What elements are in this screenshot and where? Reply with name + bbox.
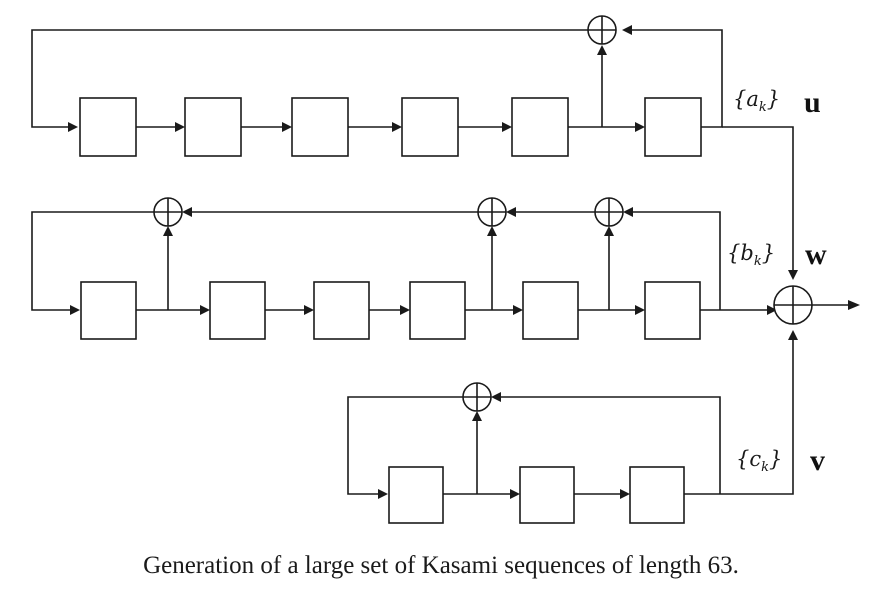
v-stage-2 <box>519 466 575 524</box>
label-seq-ak: {ak} <box>733 87 780 115</box>
v-stage-1 <box>388 466 444 524</box>
w-stage-2 <box>209 281 266 340</box>
u-stage-2 <box>184 97 242 157</box>
u-stage-1 <box>79 97 137 157</box>
v-stage-3 <box>629 466 685 524</box>
u-stage-5 <box>511 97 569 157</box>
w-stage-4 <box>409 281 466 340</box>
label-vector-v: v <box>810 444 825 477</box>
label-vector-w: w <box>805 238 827 271</box>
w-stage-6 <box>644 281 701 340</box>
w-xor-2 <box>477 197 507 227</box>
register-u <box>31 15 798 280</box>
u-xor-1 <box>587 15 617 45</box>
output-combiner-xor <box>773 285 813 325</box>
figure-caption: Generation of a large set of Kasami sequ… <box>143 552 739 579</box>
v-feedback-wire <box>347 396 464 495</box>
label-seq-ck: {ck} <box>736 447 782 475</box>
u-stage-3 <box>291 97 349 157</box>
w-feedback-wire <box>31 211 155 311</box>
v-xor-1 <box>462 382 492 412</box>
register-v <box>347 330 798 524</box>
w-xor-3 <box>594 197 624 227</box>
w-stage-5 <box>522 281 579 340</box>
u-feedback-wire <box>31 29 600 128</box>
label-seq-bk: {bk} <box>727 241 775 269</box>
u-arrow-in <box>68 122 78 132</box>
w-stage-3 <box>313 281 370 340</box>
u-stage-6 <box>644 97 702 157</box>
output-arrow <box>848 300 860 310</box>
u-stage-4 <box>401 97 459 157</box>
w-xor-1 <box>153 197 183 227</box>
w-stage-1 <box>80 281 137 340</box>
register-w <box>31 197 777 340</box>
label-vector-u: u <box>804 86 821 119</box>
